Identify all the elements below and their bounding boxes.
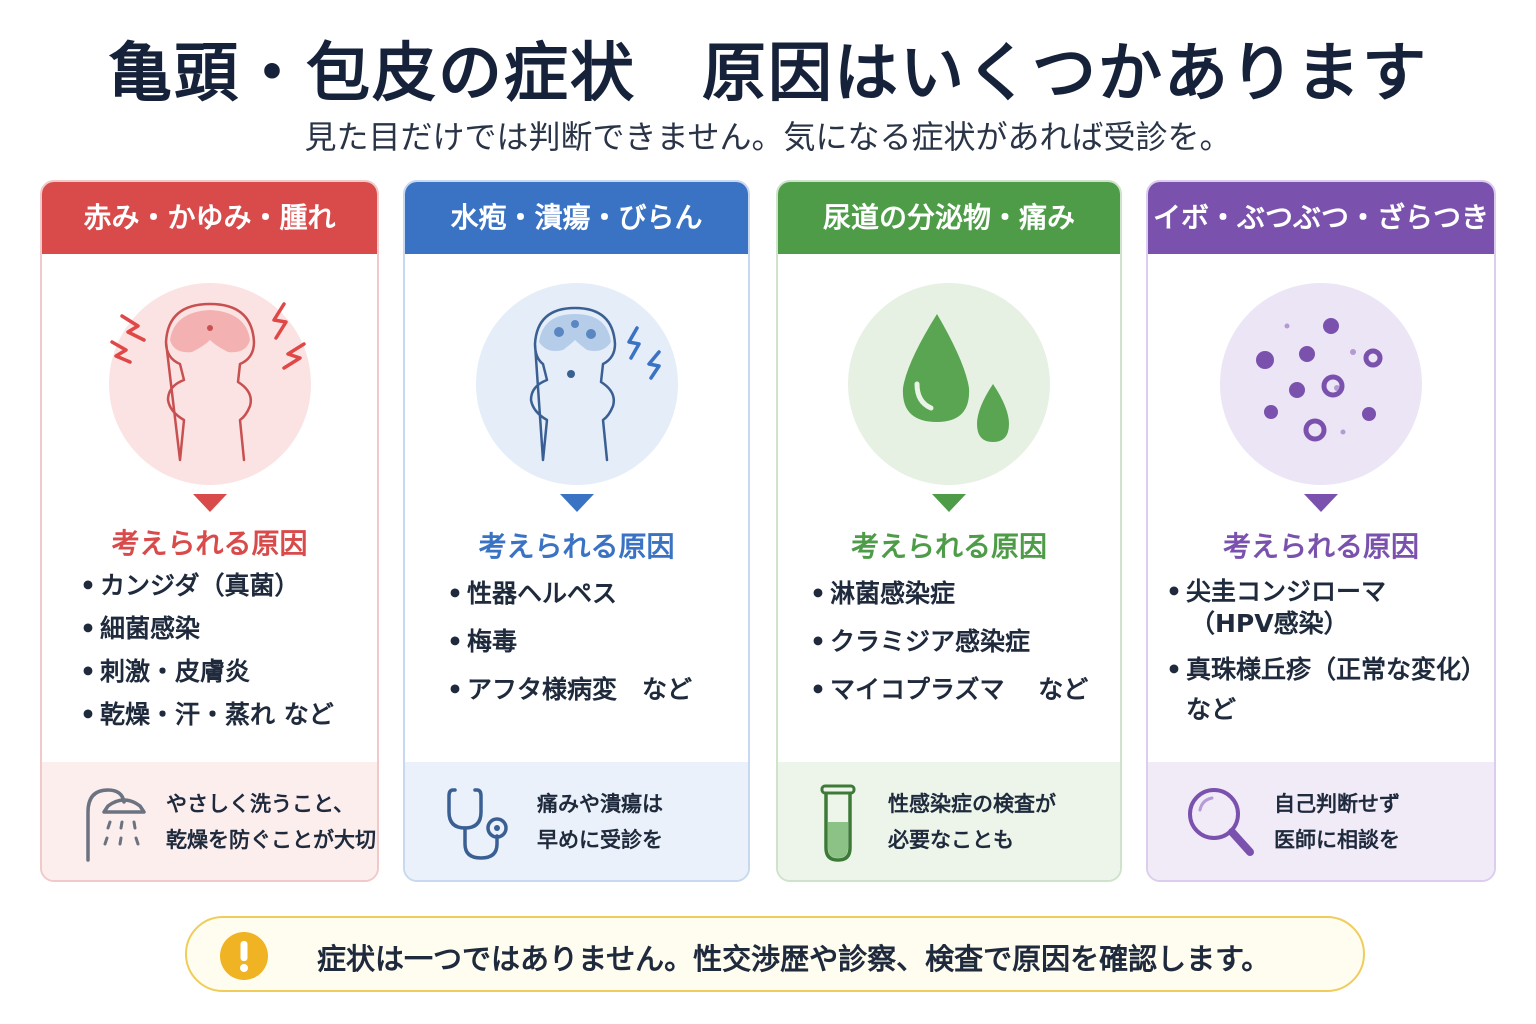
list-item: •アフタ様病変 など: [447, 675, 693, 704]
cause-heading: 考えられる原因: [1222, 530, 1419, 563]
tip-text: 自己判断せず 医師に相談を: [1274, 792, 1400, 852]
list-item: など: [1186, 695, 1237, 724]
red-swollen-glans-icon: [108, 282, 312, 486]
tip-box: やさしく洗うこと、 乾燥を防ぐことが大切: [42, 762, 377, 880]
arrow-down-icon: [192, 494, 227, 512]
arrow-down-icon: [559, 494, 594, 512]
list-item: •淋菌感染症: [810, 579, 956, 608]
notice-text: 症状は一つではありません。性交渉歴や診察、検査で原因を確認します。: [317, 942, 1271, 976]
cause-list: •カンジダ（真菌） •細菌感染 •刺激・皮膚炎 •乾燥・汗・蒸れ など: [80, 570, 369, 731]
page-subtitle: 見た目だけでは判断できません。気になる症状があれば受診を。: [304, 118, 1232, 156]
tip-box: 痛みや潰瘍は 早めに受診を: [405, 762, 748, 880]
discharge-drop-icon: [847, 282, 1051, 486]
card-bumps: イボ・ぶつぶつ・ざらつき: [1146, 180, 1496, 882]
cause-heading: 考えられる原因: [111, 527, 308, 560]
list-item: •クラミジア感染症: [810, 627, 1031, 656]
arrow-down-icon: [932, 494, 966, 512]
page-title: 亀頭・包皮の症状 原因はいくつかあります: [108, 37, 1428, 111]
list-item: •尖圭コンジローマ: [1166, 577, 1387, 606]
card-discharge: 尿道の分泌物・痛み 考えられる原因 •淋菌感染症 •クラミジア感染症 •マイコプ…: [776, 180, 1122, 882]
tip-text: やさしく洗うこと、 乾燥を防ぐことが大切: [166, 792, 376, 852]
blister-glans-icon: [475, 282, 679, 486]
stethoscope-icon: [445, 782, 521, 862]
list-item: •乾燥・汗・蒸れ など: [80, 700, 334, 729]
cause-list: •淋菌感染症 •クラミジア感染症 •マイコプラズマ など: [810, 578, 1112, 706]
symptom-cards: 赤み・かゆみ・腫れ 考えられる原因 •カンジダ（真菌） •細菌感染 •刺激・皮膚…: [40, 180, 1496, 882]
test-tube-icon: [816, 782, 892, 862]
notice-banner: 症状は一つではありません。性交渉歴や診察、検査で原因を確認します。: [185, 916, 1365, 992]
card-header: 水疱・潰瘍・びらん: [405, 182, 748, 254]
card-header: 尿道の分泌物・痛み: [778, 182, 1120, 254]
cause-list: •尖圭コンジローマ （HPV感染） •真珠様丘疹（正常な変化） など: [1166, 576, 1486, 726]
cause-list: •性器ヘルペス •梅毒 •アフタ様病変 など: [447, 578, 740, 706]
exclamation-icon: [219, 931, 269, 981]
tip-text: 性感染症の検査が 必要なことも: [888, 792, 1056, 852]
list-item: •マイコプラズマ など: [810, 675, 1089, 704]
arrow-down-icon: [1304, 494, 1338, 512]
shower-icon: [78, 782, 154, 862]
bumps-dots-icon: [1219, 282, 1423, 486]
card-header: イボ・ぶつぶつ・ざらつき: [1148, 182, 1494, 254]
list-item: •性器ヘルペス: [447, 579, 618, 608]
tip-text: 痛みや潰瘍は 早めに受診を: [537, 792, 663, 852]
tip-box: 自己判断せず 医師に相談を: [1148, 762, 1494, 880]
magnifier-icon: [1184, 782, 1260, 862]
cause-heading: 考えられる原因: [478, 530, 675, 563]
list-item: •真珠様丘疹（正常な変化）: [1166, 655, 1487, 684]
cause-heading: 考えられる原因: [850, 530, 1047, 563]
card-header: 赤み・かゆみ・腫れ: [42, 182, 377, 254]
list-item: •刺激・皮膚炎: [80, 657, 251, 686]
tip-box: 性感染症の検査が 必要なことも: [778, 762, 1120, 880]
list-item: •梅毒: [447, 627, 518, 656]
card-blister: 水疱・潰瘍・びらん 考えられる原因 •性器ヘルペス •梅毒 •アフタ様病変 など: [403, 180, 750, 882]
list-item: •細菌感染: [80, 614, 201, 643]
card-redness: 赤み・かゆみ・腫れ 考えられる原因 •カンジダ（真菌） •細菌感染 •刺激・皮膚…: [40, 180, 379, 882]
list-item: （HPV感染）: [1190, 609, 1349, 638]
list-item: •カンジダ（真菌）: [80, 571, 300, 600]
